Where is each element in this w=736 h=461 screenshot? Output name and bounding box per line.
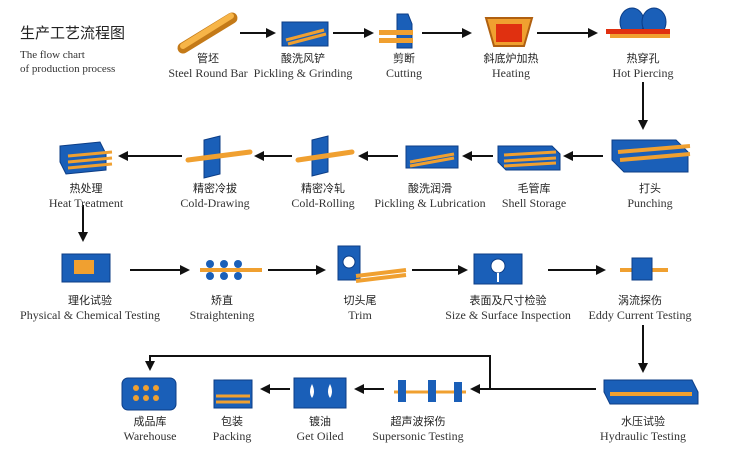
arrow-20 — [145, 355, 491, 389]
step-label-cn: 水压试验 — [620, 415, 665, 428]
step-label-en: Steel Round Bar — [168, 66, 248, 80]
step-label-en: Hydraulic Testing — [600, 429, 686, 443]
step-label-en: Hot Piercing — [612, 66, 674, 80]
step-label-cn: 酸洗风铲 — [280, 52, 325, 65]
eddy-current-icon — [620, 257, 668, 281]
step-label-en: Physical & Chemical Testing — [20, 308, 160, 322]
step-label-cn: 涡流探伤 — [618, 294, 662, 307]
step-label-cn: 毛管库 — [517, 182, 551, 195]
lab-test-icon — [61, 253, 111, 283]
step-label-cn: 管坯 — [196, 52, 219, 65]
hydraulic-test-icon — [603, 379, 699, 405]
step-label-cn: 镀油 — [309, 415, 331, 428]
step-label-cn: 表面及尺寸检验 — [469, 294, 547, 307]
trim-saw-icon — [337, 245, 407, 283]
step-label-cn: 剪断 — [392, 52, 415, 65]
step-label-en: Get Oiled — [296, 429, 344, 443]
straightening-icon — [200, 260, 262, 280]
step-label-en: Supersonic Testing — [372, 429, 464, 443]
step-label-en: Pickling & Lubrication — [374, 196, 486, 210]
cold-rolling-icon — [295, 135, 355, 177]
step-label-cn: 斜底炉加热 — [483, 52, 539, 65]
step-label-cn: 矫直 — [210, 294, 233, 307]
supersonic-test-icon — [394, 380, 466, 402]
step-label-cn: 热穿孔 — [626, 52, 660, 65]
step-label-cn: 切头尾 — [343, 294, 377, 307]
step-label-en: Shell Storage — [501, 196, 567, 210]
step-label-cn: 打头 — [639, 182, 661, 195]
chart-title-cn: 生产工艺流程图 — [20, 24, 126, 42]
step-label-en: Cold-Rolling — [291, 196, 355, 210]
step-label-en: Size & Surface Inspection — [445, 308, 571, 322]
furnace-icon — [484, 17, 534, 47]
step-label-en: Cutting — [385, 66, 423, 80]
lubrication-tank-icon — [405, 145, 459, 169]
step-label-en: Straightening — [189, 308, 255, 322]
step-label-en: Pickling & Grinding — [253, 66, 353, 80]
step-label-en: Warehouse — [123, 429, 177, 443]
step-label-en: Eddy Current Testing — [588, 308, 692, 322]
cold-drawing-icon — [185, 135, 253, 179]
step-label-cn: 精密冷轧 — [301, 182, 345, 195]
step-label-en: Heating — [492, 66, 530, 80]
pickling-tank-icon — [281, 21, 329, 47]
packing-icon — [213, 379, 253, 409]
step-label-cn: 精密冷拔 — [192, 182, 237, 195]
chart-title-en-line2: of production process — [20, 63, 116, 75]
step-label-cn: 成品库 — [133, 415, 167, 428]
heat-treatment-icon — [59, 141, 113, 175]
step-label-en: Punching — [627, 196, 673, 210]
flow-arrows — [78, 28, 648, 394]
piercing-mill-icon — [606, 7, 670, 38]
step-label-cn: 包装 — [220, 415, 243, 428]
step-label-cn: 超声波探伤 — [390, 415, 446, 428]
warehouse-icon — [121, 377, 177, 411]
inspection-icon — [473, 253, 523, 285]
oil-drop-icon — [293, 377, 347, 409]
step-label-en: Trim — [348, 308, 372, 322]
punching-icon — [611, 139, 691, 173]
step-label-cn: 理化试验 — [67, 294, 112, 307]
step-label-en: Packing — [212, 429, 252, 443]
chart-title-en: The flow chart of production process — [20, 48, 160, 76]
cutter-icon — [379, 13, 413, 49]
step-label-cn: 酸洗润滑 — [407, 182, 452, 195]
chart-title-en-line1: The flow chart — [20, 49, 85, 61]
step-label-en: Heat Treatment — [48, 196, 124, 210]
step-label-en: Cold-Drawing — [180, 196, 250, 210]
step-label-cn: 热处理 — [69, 182, 103, 195]
round-bar-icon — [177, 12, 238, 54]
storage-rack-icon — [497, 145, 561, 171]
